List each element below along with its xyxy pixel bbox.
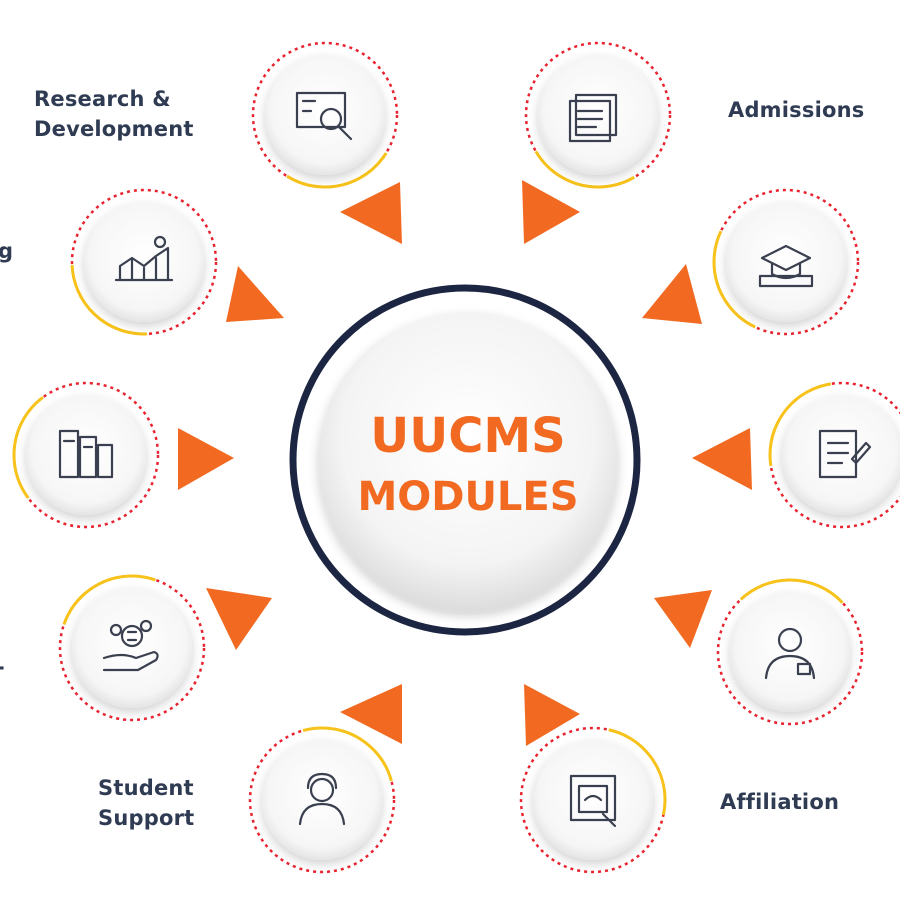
node-ring-accent <box>12 381 160 529</box>
support-icon <box>298 772 346 826</box>
node-disc <box>538 55 658 175</box>
label-admissions-line1: Admissions <box>728 98 865 122</box>
arrow-affiliation <box>654 590 712 648</box>
node-disc <box>726 202 846 322</box>
label-student-support: Student Support <box>98 773 258 833</box>
arrow-examination <box>226 266 284 322</box>
center-node: UUCMS MODULES <box>289 284 641 636</box>
node-ring-accent <box>712 188 860 336</box>
label-edge-fragment-2: - <box>0 652 8 682</box>
node-ring-accent <box>716 578 864 726</box>
node-disc <box>26 395 146 515</box>
arrow-documents <box>642 264 702 324</box>
label-support-line2: Support <box>98 806 195 830</box>
arrow-support <box>340 684 402 744</box>
arrow-affiliation-bottom <box>524 684 580 746</box>
center-title-line2: MODULES <box>357 474 578 520</box>
node-ring-accent <box>248 726 396 874</box>
node-disc <box>84 202 204 322</box>
affiliation-icon <box>764 627 816 680</box>
finance-icon <box>102 619 159 672</box>
faculty-icon <box>818 429 872 479</box>
node-disc <box>72 588 192 708</box>
module-node-finance[interactable] <box>58 574 206 722</box>
examination-icon <box>114 235 174 282</box>
node-ring-accent <box>768 381 900 529</box>
module-node-documents[interactable] <box>712 188 860 336</box>
module-node-research-development[interactable] <box>251 41 399 189</box>
node-ring-accent <box>58 574 206 722</box>
label-affiliation: Affiliation <box>720 787 890 817</box>
node-ring-accent <box>70 188 218 336</box>
module-node-faculty[interactable] <box>768 381 900 529</box>
module-node-affiliation[interactable] <box>716 578 864 726</box>
arrows <box>178 180 752 746</box>
module-node-library[interactable] <box>12 381 160 529</box>
node-ring-accent <box>519 726 667 874</box>
node-disc <box>533 740 653 860</box>
documents-icon <box>758 244 814 288</box>
label-research-line2: Development <box>34 117 194 141</box>
arrow-faculty <box>692 428 752 490</box>
arrow-research <box>340 182 402 244</box>
research-icon <box>295 91 353 141</box>
label-research-line1: Research & <box>34 87 171 111</box>
label-research-development: Research & Development <box>34 84 234 144</box>
arrow-finance <box>206 588 272 650</box>
library-icon <box>58 429 114 479</box>
node-disc <box>782 395 900 515</box>
module-node-admissions[interactable] <box>524 41 672 189</box>
module-node-examination[interactable] <box>70 188 218 336</box>
label-affiliation-line1: Affiliation <box>720 790 840 814</box>
node-ring-accent <box>251 41 399 189</box>
infrastructure-icon <box>569 774 617 828</box>
node-disc <box>265 55 385 175</box>
arrow-library <box>178 428 234 490</box>
node-ring-accent <box>524 41 672 189</box>
module-node-student-support[interactable] <box>248 726 396 874</box>
label-support-line1: Student <box>98 776 194 800</box>
module-nodes <box>12 41 900 874</box>
admissions-icon <box>568 93 618 143</box>
label-edge-fragment-1: g <box>0 239 14 263</box>
label-admissions: Admissions <box>728 95 898 125</box>
center-title-line1: UUCMS <box>370 408 566 464</box>
module-node-infrastructure[interactable] <box>519 726 667 874</box>
arrow-admissions <box>522 180 580 244</box>
